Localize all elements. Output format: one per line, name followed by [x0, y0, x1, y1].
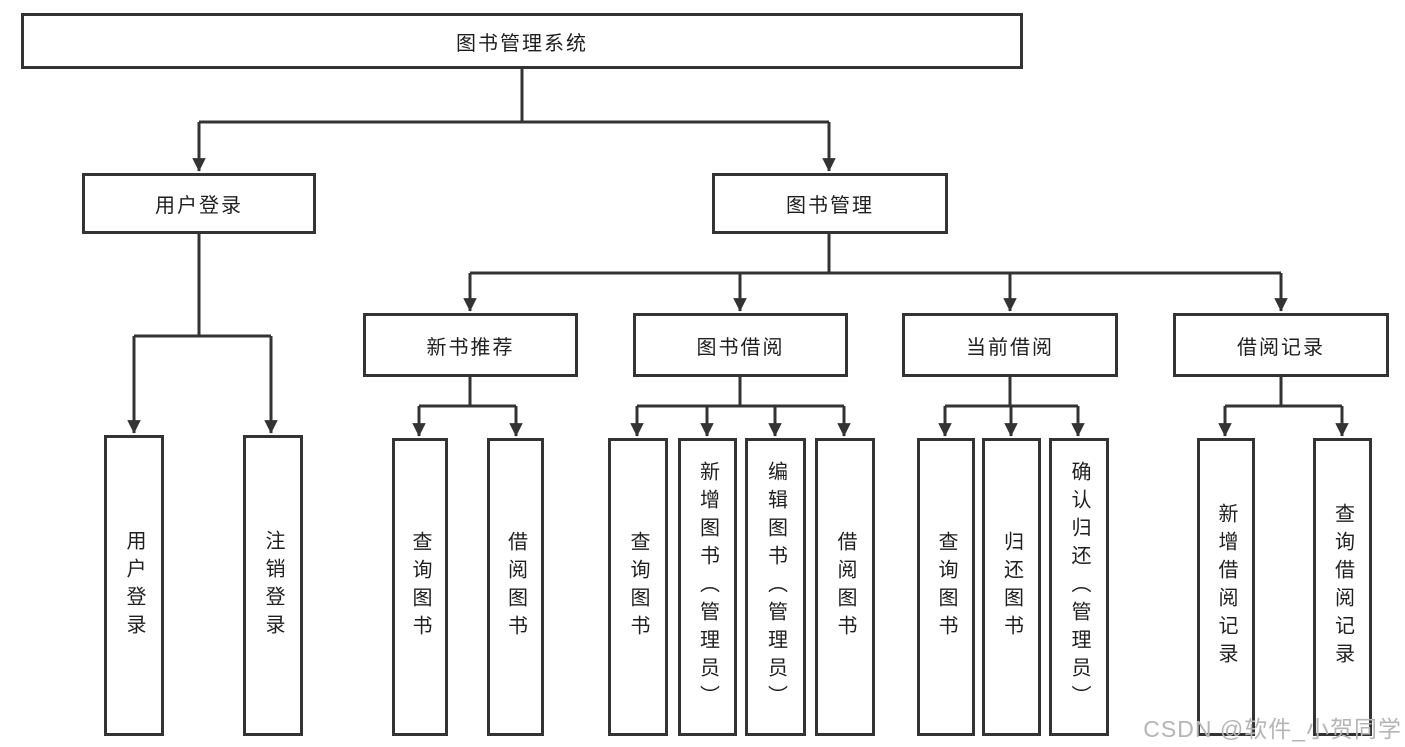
- leaf-user-login-label: 用户登录: [123, 529, 145, 642]
- node-new-book-recommend: 新书推荐: [363, 313, 578, 377]
- leaf-logout-label: 注销登录: [262, 529, 284, 642]
- leaf-nr-query-books: 查询图书: [392, 438, 448, 736]
- node-book-borrowing: 图书借阅: [633, 313, 848, 377]
- leaf-cb-confirm-return-admin: 确认归还（管理员）: [1049, 438, 1109, 736]
- leaf-bb-edit-books-admin-label: 编辑图书（管理员）: [764, 461, 787, 713]
- node-user-login-label: 用户登录: [155, 195, 243, 217]
- leaf-cb-query-books-label: 查询图书: [935, 531, 957, 643]
- node-borrow-records: 借阅记录: [1173, 313, 1389, 377]
- leaf-cb-return-books-label: 归还图书: [1000, 531, 1023, 643]
- leaf-bb-add-books-admin-label: 新增图书（管理员）: [696, 461, 719, 713]
- node-book-management: 图书管理: [712, 173, 948, 234]
- leaf-cb-confirm-return-admin-label: 确认归还（管理员）: [1068, 461, 1090, 713]
- node-new-book-recommend-label: 新书推荐: [426, 336, 515, 359]
- node-book-borrowing-label: 图书借阅: [696, 336, 785, 359]
- leaf-br-add-record: 新增借阅记录: [1197, 438, 1255, 736]
- node-current-borrowing-label: 当前借阅: [966, 336, 1054, 359]
- leaf-nr-borrow-books: 借阅图书: [487, 438, 544, 736]
- leaf-br-add-record-label: 新增借阅记录: [1215, 503, 1237, 671]
- node-borrow-records-label: 借阅记录: [1237, 336, 1325, 359]
- csdn-watermark: CSDN @软件_小贺同学: [1143, 716, 1402, 742]
- node-user-login: 用户登录: [82, 173, 316, 234]
- tree-trunk-lines: [134, 69, 1342, 408]
- leaf-cb-query-books: 查询图书: [917, 438, 975, 736]
- node-root-system: 图书管理系统: [21, 13, 1023, 69]
- leaf-bb-edit-books-admin: 编辑图书（管理员）: [745, 438, 806, 736]
- leaf-bb-query-books-label: 查询图书: [627, 531, 649, 643]
- node-book-management-label: 图书管理: [786, 195, 874, 217]
- node-current-borrowing: 当前借阅: [902, 313, 1118, 377]
- leaf-nr-borrow-books-label: 借阅图书: [504, 531, 527, 643]
- leaf-br-query-record-label: 查询借阅记录: [1331, 503, 1354, 671]
- leaf-bb-borrow-books-label: 借阅图书: [834, 531, 856, 643]
- leaf-bb-query-books: 查询图书: [608, 438, 668, 736]
- node-root-label: 图书管理系统: [456, 32, 588, 55]
- leaf-nr-query-books-label: 查询图书: [409, 531, 431, 643]
- leaf-user-login: 用户登录: [104, 435, 164, 736]
- leaf-br-query-record: 查询借阅记录: [1313, 438, 1372, 736]
- leaf-logout: 注销登录: [243, 435, 303, 736]
- leaf-cb-return-books: 归还图书: [982, 438, 1041, 736]
- leaf-bb-add-books-admin: 新增图书（管理员）: [678, 438, 737, 736]
- leaf-bb-borrow-books: 借阅图书: [815, 438, 875, 736]
